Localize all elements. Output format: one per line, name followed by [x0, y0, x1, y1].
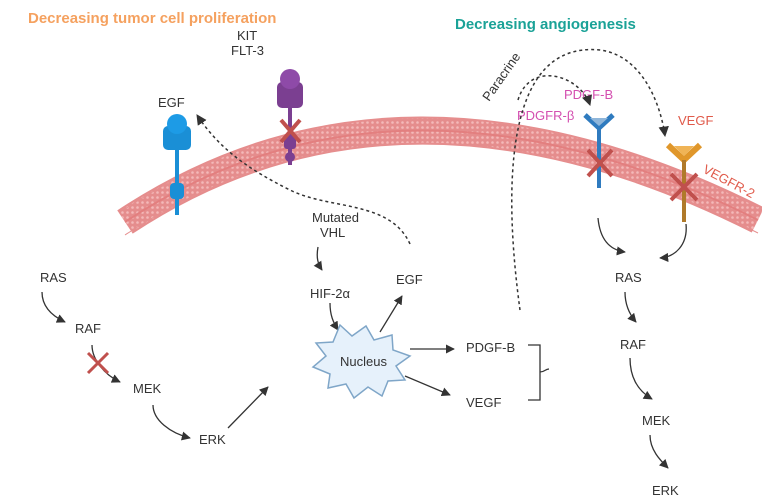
- nucleus-label: Nucleus: [340, 354, 387, 369]
- pdgfr-to-ras-arrow: [597, 217, 626, 256]
- paracrine-label: Paracrine: [479, 50, 523, 104]
- vegfr2-receptor: [665, 142, 703, 222]
- right-raf-label: RAF: [620, 337, 646, 352]
- pdgf-output-label: PDGF-B: [466, 340, 515, 355]
- vegfr2-inhibition-x: [669, 172, 699, 202]
- vhl-to-hif-arrow: [313, 246, 323, 271]
- left-raf-label: RAF: [75, 321, 101, 336]
- right-ras-raf-arrow: [624, 291, 637, 323]
- cell-membrane: [117, 116, 762, 236]
- nucleus-to-egf-arrow: [379, 295, 403, 333]
- kit-inhibition-x: [279, 118, 302, 144]
- raf-inhibition-x: [86, 351, 110, 375]
- flt3-label: FLT-3: [231, 43, 264, 58]
- vegf-ligand-label: VEGF: [678, 113, 713, 128]
- egfr-receptor: [163, 114, 191, 215]
- vegfr-to-ras-arrow: [659, 223, 687, 262]
- pdgfr-beta-receptor: [583, 113, 615, 188]
- egf-autocrine-arrow: [196, 114, 411, 245]
- pdgfr-beta-label: PDGFR-β: [517, 108, 574, 123]
- left-mek-label: MEK: [133, 381, 162, 396]
- left-erk-label: ERK: [199, 432, 226, 447]
- egf-output-label: EGF: [396, 272, 423, 287]
- hif-label: HIF-2α: [310, 286, 351, 301]
- mutated-label: Mutated: [312, 210, 359, 225]
- vhl-label: VHL: [320, 225, 345, 240]
- vegf-output-label: VEGF: [466, 395, 501, 410]
- output-bracket: [528, 344, 541, 401]
- heading-proliferation: Decreasing tumor cell proliferation: [28, 10, 276, 27]
- erk-to-nucleus-arrow: [227, 386, 269, 429]
- left-pathway: RAS RAF MEK ERK: [40, 270, 269, 447]
- bracket-tip: [539, 368, 550, 373]
- left-ras-raf-arrow: [41, 291, 66, 323]
- left-mek-erk-arrow: [152, 404, 191, 441]
- kit-flt3-receptor: [277, 69, 303, 165]
- paracrine-arrows: [511, 48, 669, 311]
- heading-angiogenesis: Decreasing angiogenesis: [455, 16, 636, 33]
- right-ras-label: RAS: [615, 270, 642, 285]
- nucleus-shape: [311, 323, 412, 400]
- egf-label: EGF: [158, 95, 185, 110]
- right-raf-mek-arrow: [629, 357, 653, 400]
- right-pathway: RAS RAF MEK ERK: [597, 217, 687, 498]
- right-mek-erk-arrow: [649, 434, 669, 469]
- nucleus-to-vegf-arrow: [404, 375, 451, 397]
- right-mek-label: MEK: [642, 413, 671, 428]
- kit-label: KIT: [237, 28, 257, 43]
- hif-to-nucleus-arrow: [329, 302, 339, 331]
- left-ras-label: RAS: [40, 270, 67, 285]
- pdgfr-inhibition-x: [586, 148, 614, 178]
- right-erk-label: ERK: [652, 483, 679, 498]
